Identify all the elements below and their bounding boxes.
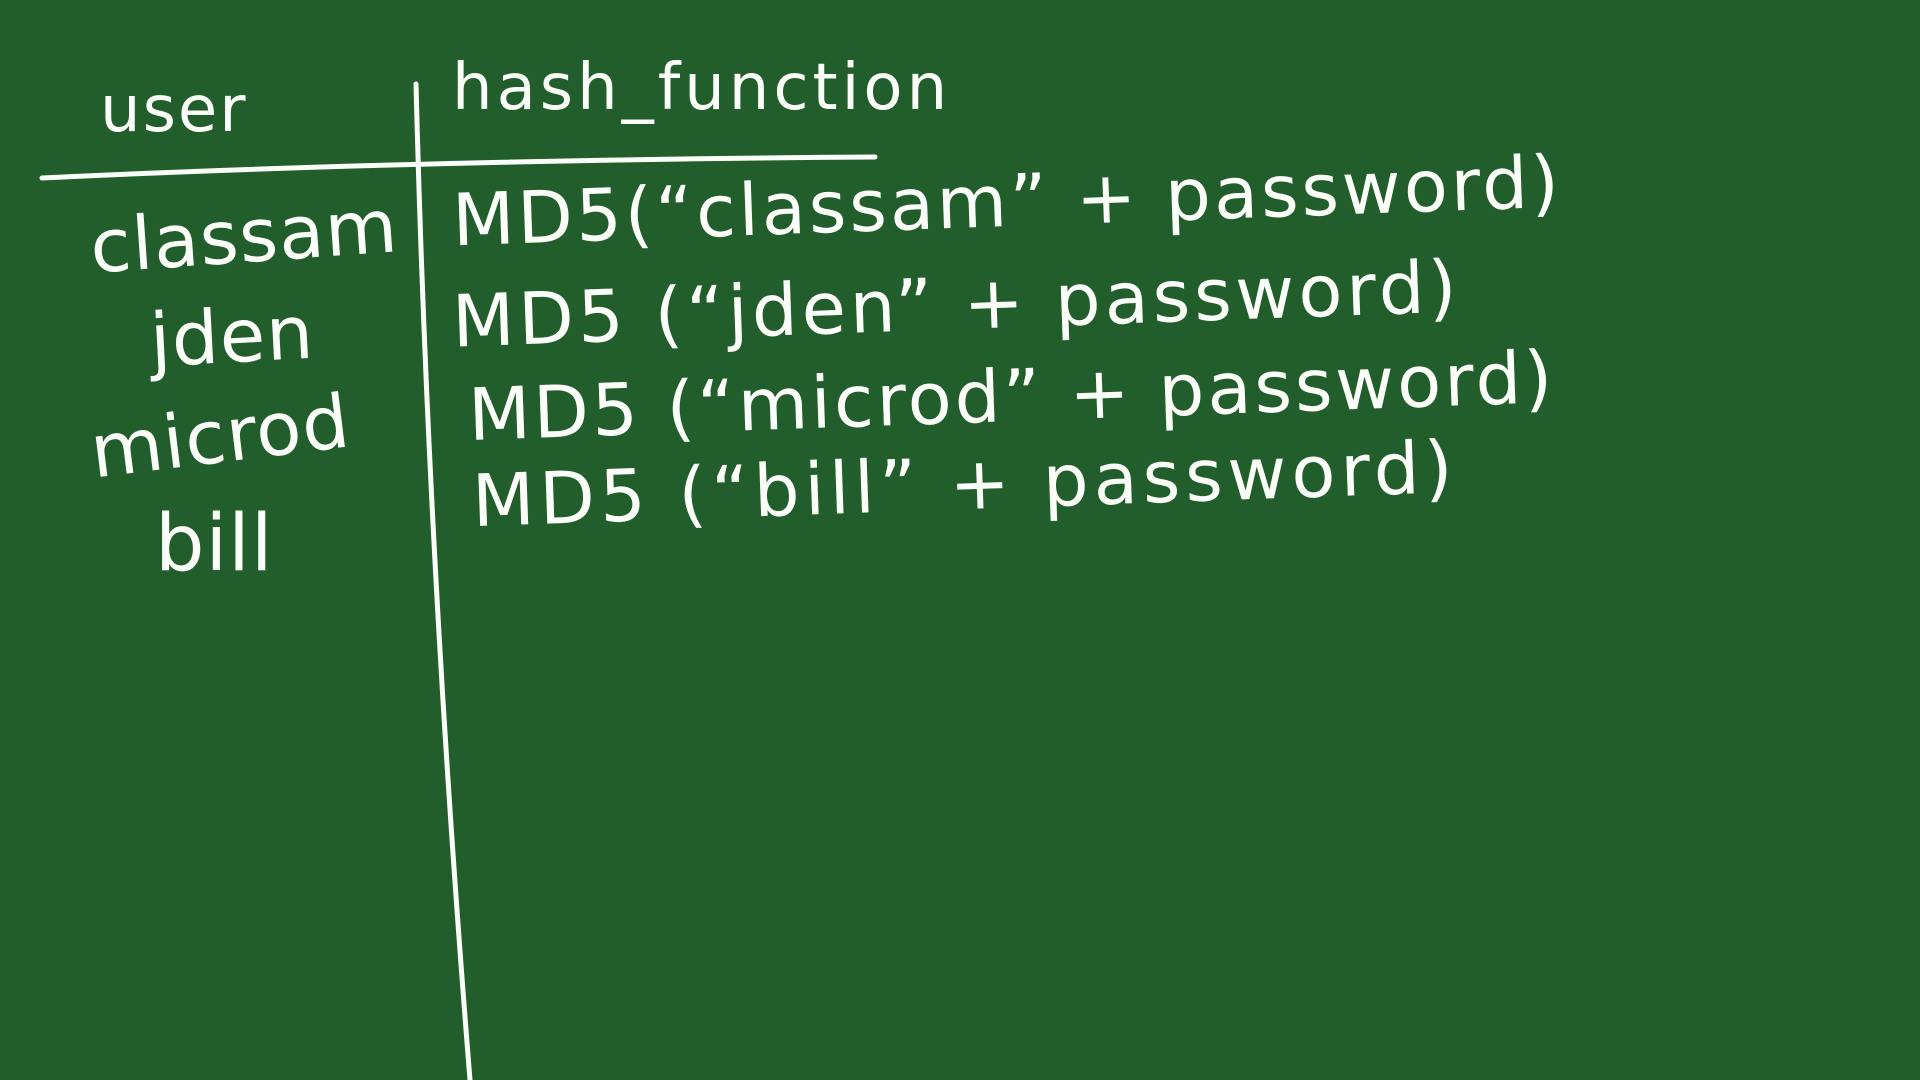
column-divider [413, 81, 473, 1080]
table-row-user: jden [147, 289, 317, 385]
user-column-header: user [100, 73, 248, 147]
table-row-user: classam [87, 183, 401, 291]
table-row-user: bill [155, 499, 274, 589]
header-underline [39, 154, 878, 181]
hash-function-column-header: hash_function [452, 51, 952, 125]
